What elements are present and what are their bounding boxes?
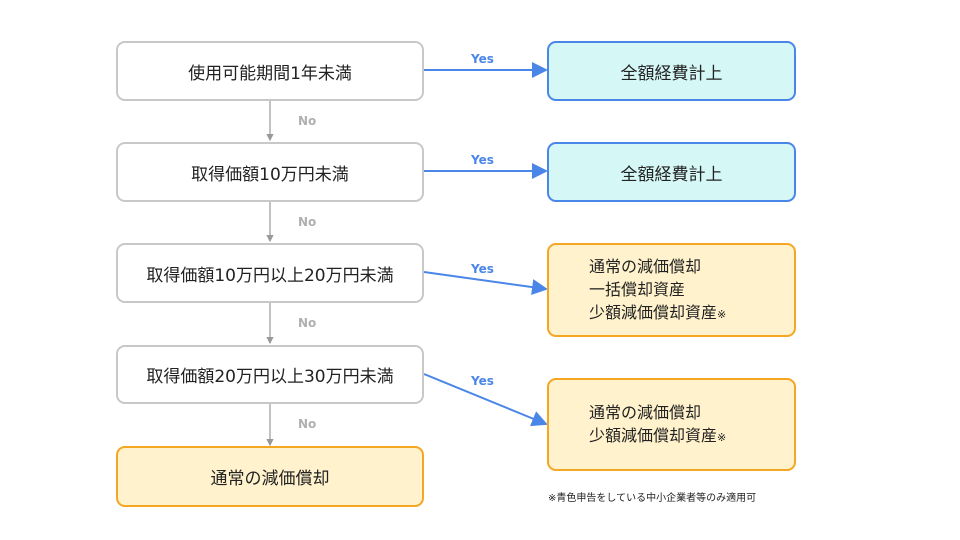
yes-label-1: Yes	[471, 52, 494, 66]
no-label-2: No	[298, 215, 317, 229]
condition-box-1: 使用可能期間1年未満	[116, 41, 424, 101]
result-3-line-3: 少額減価償却資産※	[589, 302, 727, 322]
condition-box-2: 取得価額10万円未満	[116, 142, 424, 202]
result-4-line-1: 通常の減価償却	[589, 402, 702, 422]
result-4-line-2: 少額減価償却資産※	[589, 425, 727, 445]
yes-label-2: Yes	[471, 153, 494, 167]
result-box-1: 全額経費計上	[547, 41, 796, 101]
result-label-1: 全額経費計上	[620, 63, 723, 84]
yes-arrow-3	[423, 271, 548, 295]
condition-box-4: 取得価額20万円以上30万円未満	[116, 345, 424, 404]
no-label-1: No	[298, 114, 317, 128]
yes-label-3: Yes	[471, 262, 494, 276]
result-box-4: 通常の減価償却 少額減価償却資産※	[547, 378, 796, 471]
condition-label-3: 取得価額10万円以上20万円未満	[146, 265, 394, 286]
result-3-line-1: 通常の減価償却	[589, 256, 702, 276]
condition-box-3: 取得価額10万円以上20万円未満	[116, 243, 424, 303]
condition-label-4: 取得価額20万円以上30万円未満	[146, 367, 394, 387]
note-mark: ※	[717, 430, 727, 444]
yes-label-4: Yes	[471, 374, 494, 388]
condition-label-1: 使用可能期間1年未満	[188, 63, 352, 84]
no-label-3: No	[298, 316, 317, 330]
yes-arrow-4	[423, 373, 548, 427]
no-label-4: No	[298, 417, 317, 431]
final-result-box: 通常の減価償却	[116, 446, 424, 507]
result-box-2: 全額経費計上	[547, 142, 796, 202]
result-3-line-2: 一括償却資産	[589, 279, 686, 299]
note-mark: ※	[717, 307, 727, 321]
condition-label-2: 取得価額10万円未満	[191, 164, 349, 185]
result-label-2: 全額経費計上	[620, 164, 723, 185]
result-box-3: 通常の減価償却 一括償却資産 少額減価償却資産※	[547, 243, 796, 337]
final-result-label: 通常の減価償却	[210, 469, 330, 489]
footnote: ※青色申告をしている中小企業者等のみ適用可	[548, 493, 757, 504]
